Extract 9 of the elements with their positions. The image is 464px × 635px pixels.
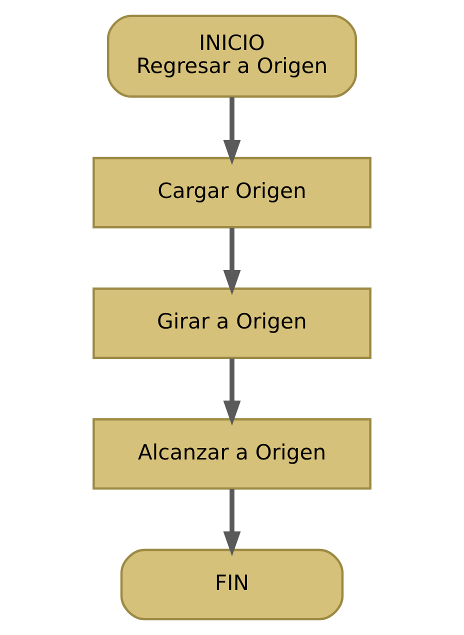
arrow (223, 489, 241, 556)
node-box: FIN (120, 548, 344, 620)
node-box: INICIO Regresar a Origen (106, 14, 358, 98)
arrow (223, 358, 241, 426)
arrow (223, 97, 241, 166)
arrow (223, 228, 241, 296)
node-box: Girar a Origen (92, 288, 372, 359)
node-box: Cargar Origen (92, 156, 372, 228)
node-box: Alcanzar a Origen (92, 418, 372, 490)
